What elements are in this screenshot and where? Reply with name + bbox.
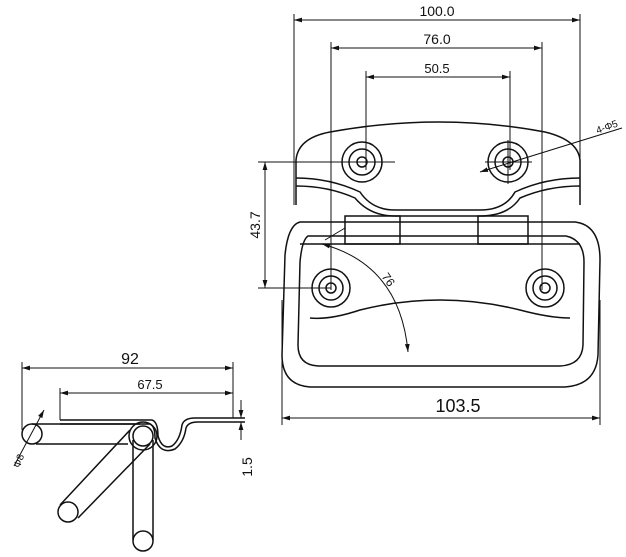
handle-grip-curve (309, 299, 571, 320)
front-view: 100.0 76.0 50.5 43.7 103.5 (247, 3, 623, 425)
handle-inner (297, 235, 585, 367)
dim-text-vertical-spacing: 43.7 (247, 211, 263, 238)
mounting-hole-top-left (341, 141, 383, 183)
hinge-knuckle-left (344, 215, 401, 245)
hole-callout-text: 4-Φ5 (595, 118, 620, 136)
mounting-hole-bottom-right (525, 268, 565, 308)
side-view: 92 67.5 1.5 Φ8 (12, 351, 255, 552)
rod-end-diagonal (57, 501, 79, 523)
dim-text-inner-hole-spacing: 50.5 (424, 61, 449, 76)
angle-ref-line (324, 227, 346, 241)
rod-edge (59, 429, 131, 506)
dim-text-overall-length: 92 (121, 351, 139, 368)
dim-text-outer-hole-spacing: 76.0 (423, 31, 450, 47)
plate-profile (60, 417, 245, 448)
hole-callout-leader (479, 127, 623, 173)
top-plate-outline (295, 121, 581, 205)
hinge-pivot-outer (128, 421, 158, 451)
handle-outer (281, 221, 601, 388)
top-plate-bend (295, 177, 581, 211)
dim-text-plate-thickness: 1.5 (239, 457, 255, 477)
dim-text-plate-length: 67.5 (137, 377, 162, 392)
dim-text-overall-width: 100.0 (419, 3, 454, 19)
swing-angle-arc (321, 243, 410, 353)
hinge-pivot (132, 425, 154, 447)
top-plate-bend-inner (295, 185, 581, 217)
rod-edge (77, 443, 151, 519)
dim-text-handle-width: 103.5 (435, 396, 480, 416)
rod-diameter-leader (13, 409, 45, 467)
rod-end-vertical (132, 530, 154, 552)
dim-text-rod-diameter: Φ8 (12, 452, 27, 469)
swing-angle-text: 76 (379, 270, 398, 289)
mounting-hole-top-right (485, 140, 532, 184)
rod-end-horizontal (21, 423, 43, 445)
hinge-knuckle-right (477, 215, 529, 245)
plate-profile-inner (60, 421, 245, 452)
